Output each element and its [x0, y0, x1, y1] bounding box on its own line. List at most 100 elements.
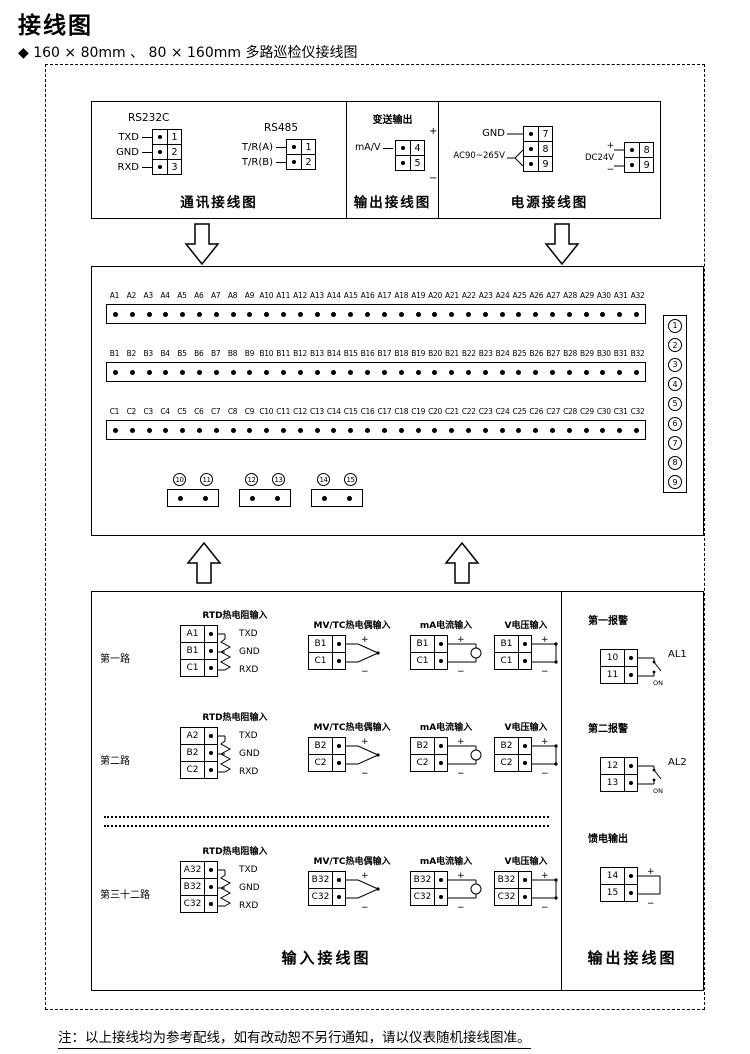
- terminal-dot-cell: [124, 369, 141, 375]
- terminal-row: 9: [624, 157, 655, 173]
- terminal-dot-cell: [225, 369, 242, 375]
- terminal-dot-cell: [152, 159, 168, 175]
- terminal-dot-cell: [258, 311, 275, 317]
- terminal-dot: [381, 369, 387, 375]
- terminal-dot: [213, 311, 219, 317]
- power-box-title: 电源接线图: [510, 195, 589, 211]
- minus-sign: −: [361, 667, 369, 677]
- circled-terminal-number: 6: [668, 416, 682, 431]
- aux-terminal-box: [311, 489, 363, 507]
- terminal-dot: [213, 427, 219, 433]
- terminal-dot-cell: [332, 652, 346, 670]
- terminal-dot: [180, 311, 186, 317]
- voltage-symbol: + −: [532, 635, 558, 677]
- minus-sign: −: [606, 165, 615, 175]
- terminal-dot-cell: [561, 369, 578, 375]
- terminal-label: B26: [529, 349, 544, 358]
- rtd-wire-labels: TXD GND RXD: [236, 861, 260, 915]
- terminal-dot: [331, 427, 337, 433]
- terminal-label: C5: [177, 407, 187, 416]
- terminal-number: B1: [494, 635, 519, 653]
- terminal-dot: [112, 427, 118, 433]
- terminal-dot-cell: [141, 427, 158, 433]
- terminal-dot-cell: [376, 311, 393, 317]
- input-channel-row: 第一路 RTD热电阻输入 A1 B1 C1: [92, 604, 561, 706]
- terminal-dot-cell: [124, 311, 141, 317]
- bottom-wiring-block: 第一路 RTD热电阻输入 A1 B1 C1: [91, 591, 704, 991]
- terminal-dot: [264, 369, 270, 375]
- terminal-dot: [523, 744, 527, 748]
- terminal-row: B2: [494, 737, 532, 755]
- terminal-label: C30: [596, 407, 611, 416]
- terminal-dot: [630, 148, 635, 152]
- terminal-dot: [550, 311, 556, 317]
- terminal-dot: [129, 311, 135, 317]
- terminal-label: C29: [579, 407, 594, 416]
- terminal-number: 9: [639, 157, 655, 173]
- terminal-dot: [629, 656, 633, 660]
- terminal-number: C2: [410, 754, 435, 772]
- terminal-dot-cell: [332, 871, 346, 889]
- terminal-label: A25: [512, 291, 527, 300]
- tc-header: MV/TC热电偶输入: [313, 621, 391, 631]
- terminal-label: A31: [613, 291, 628, 300]
- circled-terminal-number: 8: [668, 455, 682, 470]
- terminal-dot: [365, 369, 371, 375]
- fork-wire: [507, 133, 523, 167]
- signal-label: T/R(A): [241, 141, 273, 153]
- terminal-row: C1: [410, 652, 448, 670]
- minus-sign: −: [457, 903, 465, 913]
- terminal-dot-cell: [443, 311, 460, 317]
- rtd-header: RTD热电阻输入: [202, 847, 268, 857]
- tc-terminal-block: B2 C2: [308, 737, 346, 779]
- terminal-dot: [297, 427, 303, 433]
- terminal-dot: [365, 311, 371, 317]
- terminal-dot-cell: [494, 369, 511, 375]
- terminal-dot: [347, 495, 352, 501]
- terminal-number: A1: [180, 625, 205, 643]
- terminal-number: B32: [494, 871, 519, 889]
- terminal-dot-cell: [174, 311, 191, 317]
- terminal-label: B19: [411, 349, 426, 358]
- terminal-dot-cell: [410, 311, 427, 317]
- terminal-number: 8: [639, 142, 655, 158]
- terminal-dot: [230, 369, 236, 375]
- terminal-dot-cell: [152, 129, 168, 145]
- terminal-dot: [209, 649, 213, 653]
- wire-line: [383, 148, 393, 149]
- terminal-dot-cell: [628, 427, 645, 433]
- gnd-label: GND: [482, 128, 505, 139]
- terminal-dot: [523, 761, 527, 765]
- plus-sign: +: [647, 867, 655, 877]
- terminal-dot: [209, 666, 213, 670]
- ac-terminal-block: 7 8 9: [523, 126, 553, 174]
- terminal-dot-cell: [544, 369, 561, 375]
- terminal-dot: [331, 311, 337, 317]
- terminal-dot-cell: [275, 427, 292, 433]
- terminal-dot-cell: [477, 369, 494, 375]
- terminal-dot: [401, 161, 405, 165]
- terminal-dot: [634, 427, 640, 433]
- plus-sign: +: [429, 126, 438, 137]
- terminal-dot: [209, 734, 213, 738]
- ma-terminal-block: B32 C32: [410, 871, 448, 913]
- terminal-dot-cell: [518, 888, 532, 906]
- terminal-dot-cell: [628, 369, 645, 375]
- terminal-row: T/R(B) 2: [230, 154, 316, 170]
- terminal-dot-cell: [434, 652, 448, 670]
- terminal-dot: [209, 751, 213, 755]
- terminal-dot: [629, 891, 633, 895]
- terminal-label: A27: [546, 291, 561, 300]
- terminal-number: 1: [167, 129, 182, 145]
- terminal-label: C10: [259, 407, 274, 416]
- terminal-row: 5: [395, 155, 425, 171]
- terminal-dot: [516, 369, 522, 375]
- terminal-dot: [314, 311, 320, 317]
- terminal-label: A14: [326, 291, 341, 300]
- terminal-row: A2: [180, 727, 218, 745]
- terminal-dot: [533, 311, 539, 317]
- minus-sign: −: [541, 667, 549, 677]
- terminal-dot: [432, 311, 438, 317]
